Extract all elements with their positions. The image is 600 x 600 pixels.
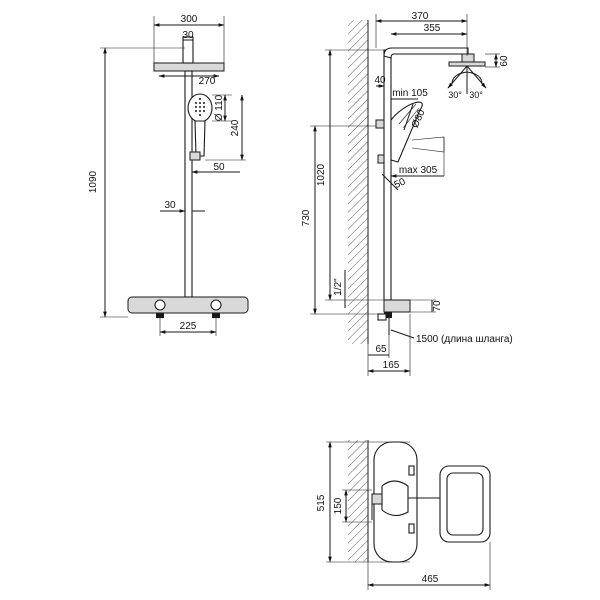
dim-355: 355 <box>424 23 441 34</box>
spray-angle-left <box>447 65 468 89</box>
side-head-mount <box>461 53 475 63</box>
head-arm <box>182 36 194 64</box>
dim-300: 300 <box>181 14 198 25</box>
wall-bracket-upper <box>375 119 385 129</box>
side-shelf-bottom <box>384 312 392 318</box>
dim-70: 70 <box>432 300 443 312</box>
dim-30-mid: 30 <box>164 200 176 211</box>
dim-40: 40 <box>374 75 386 86</box>
dim-165: 165 <box>383 360 400 371</box>
dim-30-top: 30 <box>182 30 194 41</box>
mixer-shelf <box>127 296 249 314</box>
side-view: 370 355 60 30° 30° 40 min 105 Ø80 max 30… <box>301 11 513 376</box>
dim-730: 730 <box>301 209 312 226</box>
dim-d80-line <box>403 103 414 131</box>
dim-150: 150 <box>333 497 344 514</box>
top-view: 515 150 465 <box>316 440 491 590</box>
hand-shower-holes <box>195 98 205 116</box>
side-spray-cone <box>411 136 445 153</box>
front-view: 300 30 270 1090 Ø 110 240 50 30 225 <box>88 14 249 336</box>
side-overhead-head <box>448 61 486 67</box>
dim-110: Ø 110 <box>214 94 225 121</box>
dim-1020: 1020 <box>316 163 327 186</box>
hose-length-label: 1500 (длина шланга) <box>416 334 513 345</box>
dim-50: 50 <box>213 162 225 173</box>
shower-arm <box>383 47 469 59</box>
dim-max305: max 305 <box>399 165 438 176</box>
side-riser-pipe <box>383 49 392 301</box>
dim-min105: min 105 <box>392 88 428 99</box>
dim-270: 270 <box>199 76 216 87</box>
angle-left: 30° <box>448 90 462 100</box>
hose-leader <box>390 329 415 339</box>
angle-right: 30° <box>469 90 483 100</box>
connector-left <box>156 313 164 318</box>
side-inlet <box>377 313 387 321</box>
connector-right <box>212 313 220 318</box>
spray-arc <box>451 71 483 85</box>
hand-shower-holder <box>189 151 201 161</box>
dim-65: 65 <box>375 344 387 355</box>
side-shelf <box>383 299 411 313</box>
side-hand-shower <box>390 101 423 163</box>
dim-50-side: 50 <box>393 176 408 191</box>
dim-thread: 1/2" <box>333 278 344 296</box>
dim-370: 370 <box>412 11 429 22</box>
top-marker-lower <box>408 523 415 534</box>
dim-1090: 1090 <box>88 170 99 193</box>
spray-angle-right <box>466 65 487 89</box>
wall-hatch-lower <box>348 314 368 344</box>
dim-465: 465 <box>422 574 439 585</box>
overhead-shower-head <box>153 62 225 72</box>
dim-240: 240 <box>230 119 241 136</box>
wall-bracket-lower <box>377 154 385 164</box>
hand-shower-handle <box>194 120 206 157</box>
top-bracket <box>381 480 409 517</box>
top-wall-hatch <box>348 440 368 562</box>
top-inlet <box>371 493 383 505</box>
top-marker-upper <box>408 465 415 476</box>
dim-225: 225 <box>180 321 197 332</box>
dim-60: 60 <box>499 55 510 67</box>
top-hand-head-inner <box>446 472 484 536</box>
mixer-knob-right <box>210 299 222 311</box>
dim-515: 515 <box>316 494 327 511</box>
mixer-knob-left <box>154 299 166 311</box>
dim-50-side-line <box>381 173 399 191</box>
wall-hatch-upper <box>348 20 368 314</box>
